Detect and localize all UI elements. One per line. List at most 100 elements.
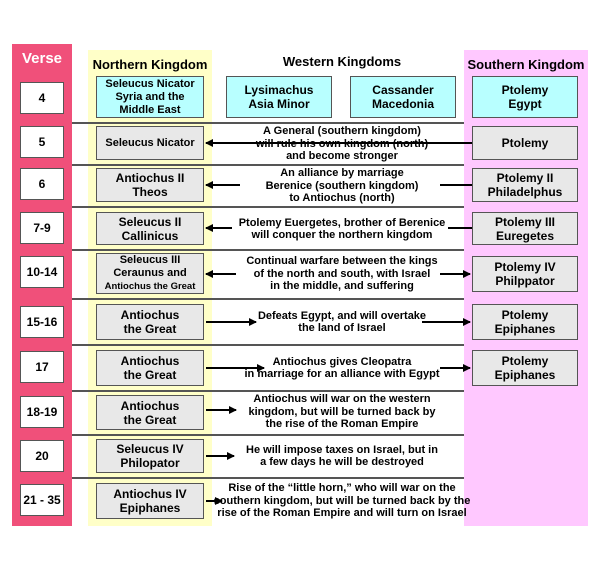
box-line: Ptolemy III [494,214,556,229]
box-line: the Great [123,322,177,336]
box-line: Seleucus Nicator [105,136,195,149]
desc-line: in marriage for an alliance with Egypt [244,368,440,380]
western-kingdoms-header: Western Kingdoms [282,53,402,69]
box-line: Seleucus Nicator [105,77,195,90]
box-line: Antiochus [120,308,180,322]
desc-line: Defeats Egypt, and will overtake [257,309,427,322]
row-divider [72,206,464,208]
box-line: Theos [132,185,168,199]
verse-box: 15-16 [20,306,64,338]
box-line: Philopator [120,456,180,470]
desc-line: Continual warfare between the kings [246,255,438,268]
desc-line: in the middle, and suffering [270,280,414,293]
row-divider [72,298,464,300]
box-line: Ptolemy [501,354,549,368]
north-king-box: Seleucus Nicator [96,126,204,160]
desc-line: Antiochus gives Cleopatra [272,355,412,368]
box-line: Antiochus [120,354,180,368]
box-line: Philppator [495,274,555,288]
verse-box: 7-9 [20,212,64,244]
desc-line: of the north and south, with Israel [253,267,431,280]
desc-line: He will impose taxes on Israel, but in [246,443,438,456]
desc-line: and become stronger [286,150,398,163]
desc-line: a few days he will be destroyed [260,456,424,468]
desc-line: will conquer the northern kingdom [251,229,433,241]
desc-line: Ptolemy Euergetes, brother of Berenice [238,216,446,229]
box-line: Ptolemy IV [494,260,556,274]
box-line: the Great [123,368,177,382]
box-line: Antiochus the Great [104,281,196,292]
box-line: Euregetes [495,228,555,243]
desc-line: Antiochus will war on the western [253,393,431,406]
desc-line: kingdom, but will be turned back by [248,405,436,418]
box-line: Asia Minor [248,97,310,111]
box-line: Ptolemy [501,136,549,150]
event-description: A General (southern kingdom)will rule hi… [226,124,458,164]
box-line: Epiphanes [119,501,181,515]
box-line: Antiochus [120,398,180,413]
desc-line: rise of the Roman Empire and will turn o… [217,507,467,520]
box-line: Macedonia [371,97,434,111]
verse-box: 17 [20,351,64,383]
box-line: Seleucus IV [116,442,184,456]
desc-line: Berenice (southern kingdom) [265,179,419,192]
box-line: Middle East [119,103,181,116]
box-line: Ptolemy [501,83,549,97]
box-line: Seleucus II [118,214,182,229]
verse-box: 20 [20,440,64,472]
desc-line: to Antiochus (north) [289,192,395,205]
box-line: Syria and the [115,90,185,103]
southern-kingdom-header: Southern Kingdom [467,56,585,72]
northern-kingdom-header: Northern Kingdom [92,56,208,72]
verse-box: 5 [20,126,64,158]
box-line: Cassander [372,83,434,97]
box-line: Lysimachus [244,83,314,97]
verse-box: 21 - 35 [20,484,64,516]
desc-line: Rise of the “little horn,” who will war … [228,482,456,495]
box-line: Egypt [508,97,542,111]
verse-box: 6 [20,168,64,200]
verse-header: Verse [21,49,63,67]
row-divider [72,434,464,436]
desc-line: A General (southern kingdom) [263,125,421,138]
row-divider [72,477,464,479]
row-divider [72,122,464,124]
desc-line: the rise of the Roman Empire [265,418,419,431]
row-divider [72,164,464,166]
box-line: Philadelphus [487,185,563,199]
row-divider [72,249,464,251]
box-line: Ptolemy [501,308,549,322]
desc-line: southern kingdom, but will be turned bac… [213,494,471,507]
box-line: Antiochus II [115,171,185,185]
south-king-box: Ptolemy [472,126,578,160]
row-divider [72,390,464,392]
box-line: the Great [123,412,177,427]
verse-box: 18-19 [20,396,64,428]
box-line: Antiochus IV [113,487,187,501]
row-divider [72,344,464,346]
box-line: Seleucus III [119,254,181,266]
box-line: Ptolemy II [496,171,554,185]
